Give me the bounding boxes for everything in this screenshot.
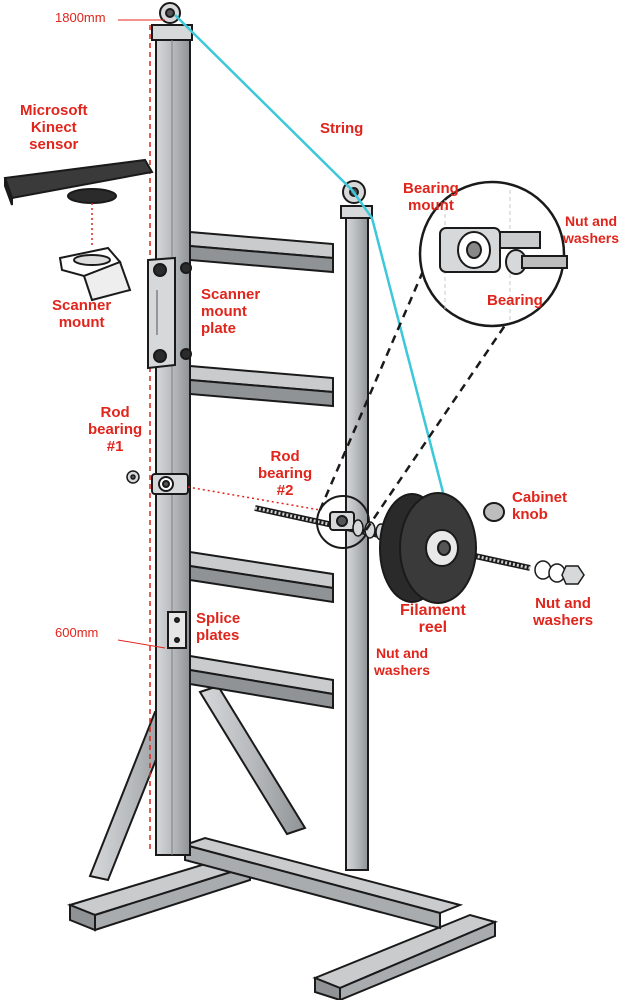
label-splice-line2: plates bbox=[196, 627, 240, 644]
label-plate-line3: plate bbox=[201, 320, 237, 337]
label-reel-line1: Filament bbox=[400, 602, 466, 619]
label-scanner-mount-line1: Scanner bbox=[52, 297, 112, 314]
label-plate-line2: mount bbox=[201, 303, 247, 320]
label-bearing-mount-line2: mount bbox=[408, 197, 454, 214]
label-bearing-mount-line1: Bearing bbox=[403, 180, 459, 197]
label-rod2-line1: Rod bbox=[270, 448, 300, 465]
label-kinect-line1: Microsoft bbox=[20, 102, 88, 119]
label-knob-line1: Cabinet bbox=[512, 489, 568, 506]
label-cabinet-knob: Cabinet knob bbox=[512, 489, 567, 523]
label-scanner-mount: Scanner mount bbox=[52, 297, 111, 331]
label-nut-bottom-line1: Nut and bbox=[375, 645, 429, 661]
label-scanner-mount-line2: mount bbox=[58, 314, 105, 331]
crossbar-2 bbox=[189, 364, 334, 408]
label-kinect-line3: sensor bbox=[29, 136, 79, 153]
cabinet-knob bbox=[483, 502, 505, 522]
label-nut-right-line2: washers bbox=[533, 612, 594, 629]
label-rod1-line2: bearing bbox=[88, 421, 143, 438]
label-rod1-line3: #1 bbox=[106, 438, 124, 455]
diagonal-brace-right bbox=[198, 684, 307, 836]
splice-plates bbox=[167, 611, 187, 649]
label-nut-washers-right: Nut and washers bbox=[533, 595, 593, 629]
label-rod2-line2: bearing bbox=[258, 465, 313, 482]
crossbar-3 bbox=[189, 550, 334, 604]
label-splice-line1: Splice bbox=[196, 610, 241, 627]
label-nut-bottom-line2: washers bbox=[374, 662, 431, 678]
loose-nut-left bbox=[126, 470, 140, 484]
label-nut-inset-line2: washers bbox=[563, 230, 620, 246]
scanner-mount bbox=[58, 246, 132, 302]
inset-callout-line-1 bbox=[318, 254, 432, 511]
main-upright bbox=[151, 24, 193, 856]
label-splice-plates: Splice plates bbox=[196, 610, 240, 644]
base-crossbar bbox=[181, 836, 464, 930]
label-filament-reel: Filament reel bbox=[400, 602, 466, 636]
label-nut-washers-inset: Nut and washers bbox=[563, 213, 619, 247]
label-scanner-mount-plate: Scanner mount plate bbox=[201, 286, 260, 337]
label-string: String bbox=[320, 120, 364, 137]
label-knob-line2: knob bbox=[512, 506, 548, 523]
label-kinect: Microsoft Kinect sensor bbox=[20, 102, 88, 153]
label-bearing: Bearing bbox=[487, 292, 543, 309]
crossbar-4 bbox=[189, 654, 334, 710]
dimension-600: 600mm bbox=[55, 625, 99, 640]
rod-bearing-2 bbox=[329, 511, 355, 531]
label-rod-bearing-1: Rod bearing #1 bbox=[88, 404, 142, 455]
label-nut-right-line1: Nut and bbox=[535, 595, 591, 612]
label-reel-line2: reel bbox=[418, 619, 448, 636]
label-rod2-line3: #2 bbox=[276, 482, 294, 499]
crossbar-1 bbox=[189, 230, 334, 274]
nut-washers-end bbox=[534, 560, 585, 585]
kinect-sensor bbox=[3, 158, 154, 206]
bearing-inset bbox=[418, 180, 568, 328]
secondary-upright bbox=[340, 205, 373, 871]
label-bearing-mount: Bearing mount bbox=[403, 180, 459, 214]
string-line bbox=[174, 14, 447, 501]
rod-bearing-1 bbox=[151, 473, 189, 495]
label-kinect-line2: Kinect bbox=[30, 119, 77, 136]
label-nut-inset-line1: Nut and bbox=[564, 213, 618, 229]
pulley-top bbox=[159, 2, 181, 24]
inset-callout-line-2 bbox=[364, 317, 512, 531]
scanner-mount-plate bbox=[147, 256, 192, 370]
label-rod-bearing-2: Rod bearing #2 bbox=[258, 448, 312, 499]
base-foot-left bbox=[66, 856, 254, 932]
height-tick-600 bbox=[117, 639, 166, 649]
filament-reel bbox=[379, 492, 477, 604]
base-foot-right bbox=[312, 913, 499, 1000]
dimension-1800: 1800mm bbox=[55, 10, 106, 25]
label-nut-washers-bottom: Nut and washers bbox=[374, 645, 430, 679]
label-plate-line1: Scanner bbox=[201, 286, 261, 303]
rod-alignment-dotted bbox=[187, 486, 321, 511]
label-rod1-line1: Rod bbox=[100, 404, 130, 421]
